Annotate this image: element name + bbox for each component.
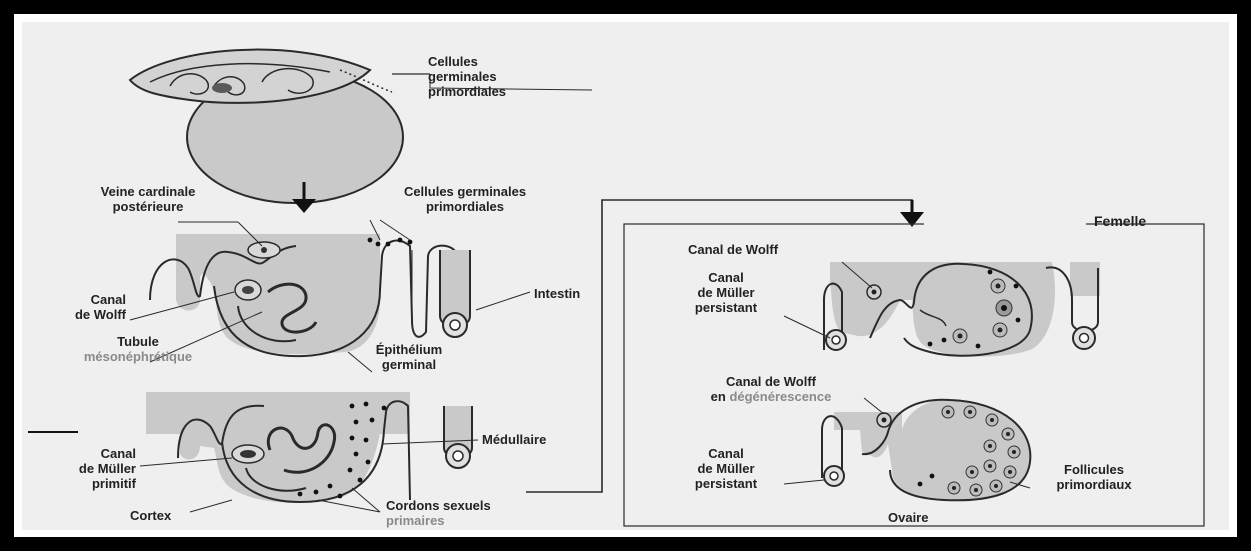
label-ovaire: Ovaire	[888, 510, 928, 525]
label-tubule-line1: Tubule	[117, 334, 159, 349]
label-intestin: Intestin	[534, 286, 580, 301]
label-canal-muller-primitif: Canal de Müller primitif	[34, 446, 136, 491]
label-canal-wolff-degenerescence: Canal de Wolff en dégénérescence	[676, 374, 866, 404]
label-veine-cardinale: Veine cardinale postérieure	[60, 184, 236, 214]
label-medullaire: Médullaire	[482, 432, 546, 447]
label-cellules-germinales-top: Cellules germinales primordiales	[428, 54, 506, 99]
label-tubule: Tubule mésonéphrétique	[38, 334, 238, 364]
label-canal-wolff-right: Canal de Wolff	[688, 242, 778, 257]
label-femelle: Femelle	[1094, 214, 1146, 229]
label-cordons-line2: primaires	[386, 513, 445, 528]
label-canal-muller-persistant-1: Canal de Müller persistant	[666, 270, 786, 315]
label-follicules-primordiaux: Follicules primordiaux	[1032, 462, 1156, 492]
label-cortex: Cortex	[130, 508, 171, 523]
label-wolff-degen-line2a: en	[711, 389, 730, 404]
label-canal-muller-persistant-2: Canal de Müller persistant	[666, 446, 786, 491]
label-wolff-degen-line2b: dégénérescence	[729, 389, 831, 404]
label-cordons-line1: Cordons sexuels	[386, 498, 491, 513]
label-tubule-line2: mésonéphrétique	[84, 349, 192, 364]
label-cellules-germinales-mid: Cellules germinales primordiales	[370, 184, 560, 214]
label-epithelium-germinal: Épithélium germinal	[354, 342, 464, 372]
label-wolff-degen-line1: Canal de Wolff	[726, 374, 816, 389]
label-cordons-sexuels: Cordons sexuels primaires	[386, 498, 491, 528]
label-canal-wolff-left: Canal de Wolff	[60, 292, 126, 322]
